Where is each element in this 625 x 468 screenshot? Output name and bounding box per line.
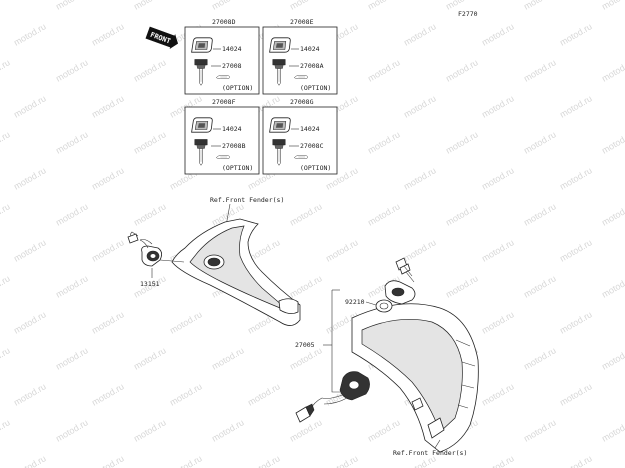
kit-code-label: 27008D (212, 18, 236, 26)
key-part-label: 14024 (300, 45, 320, 53)
kit-code-label: 27008G (290, 98, 314, 106)
front-fender-upper: Ref.Front Fender(s) (171, 196, 301, 326)
ignition-keys (384, 257, 416, 305)
kit-code-label: 27008E (290, 18, 314, 26)
part-92210-label: 92210 (345, 298, 365, 306)
option-label: (OPTION) (300, 164, 331, 172)
kit-code-label: 27008F (212, 98, 236, 106)
part-13151-label: 13151 (140, 280, 160, 288)
option-label: (OPTION) (222, 84, 253, 92)
key-part-label: 14024 (222, 125, 242, 133)
key-kit-27008d: 27008D 14024 27008 (OPTION) (184, 18, 260, 95)
option-label: (OPTION) (300, 84, 331, 92)
lock-part-label: 27008B (222, 142, 246, 150)
part-27005-label: 27005 (295, 341, 315, 349)
key-part-label: 14024 (222, 45, 242, 53)
key-head-icon (191, 117, 213, 133)
ignition-switch-27005: 27005 (295, 289, 370, 423)
key-part-label: 14024 (300, 125, 320, 133)
lock-part-label: 27008A (300, 62, 324, 70)
figure-code: F2770 (458, 10, 478, 18)
key-tag-icon (216, 75, 230, 79)
front-direction-badge: FRONT (145, 26, 179, 50)
ref-front-fender-label-top: Ref.Front Fender(s) (210, 196, 284, 204)
lock-part-label: 27008C (300, 142, 324, 150)
key-head-icon (269, 37, 291, 53)
lock-part-label: 27008 (222, 62, 242, 70)
ref-front-fender-label-bottom: Ref.Front Fender(s) (393, 449, 467, 457)
key-tag-icon (216, 155, 230, 159)
key-kit-27008e: 27008E 14024 27008A (OPTION) (262, 18, 338, 95)
switch-13151: 13151 (127, 231, 185, 288)
key-tag-icon (294, 75, 308, 79)
key-tag-icon (294, 155, 308, 159)
key-head-icon (269, 117, 291, 133)
key-kit-27008f: 27008F 14024 27008B (OPTION) (184, 98, 260, 175)
seal-92210: 92210 (345, 298, 393, 313)
front-fender-lower: Ref.Front Fender(s) (351, 303, 479, 457)
key-head-icon (191, 37, 213, 53)
key-kit-27008g: 27008G 14024 27008C (OPTION) (262, 98, 338, 175)
option-label: (OPTION) (222, 164, 253, 172)
